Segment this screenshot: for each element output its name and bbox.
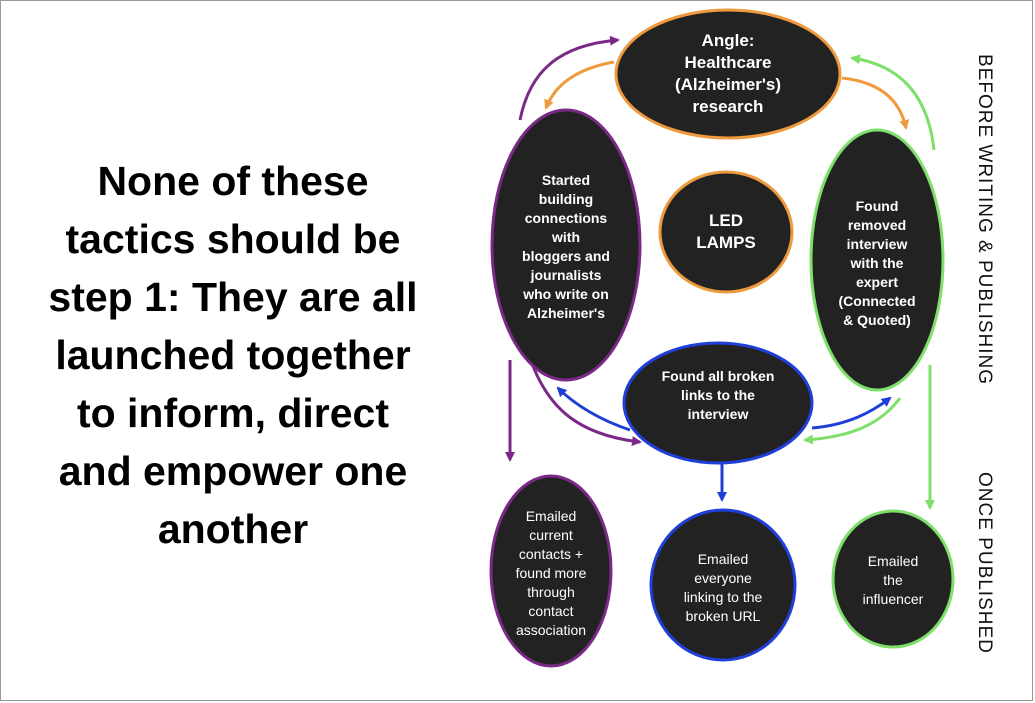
node-contacts-line: current xyxy=(529,527,573,543)
arrow-orange-to-bloggers xyxy=(544,60,615,110)
headline: None of these tactics should be step 1: … xyxy=(8,152,458,558)
node-interview-line: with the xyxy=(850,255,904,271)
headline-line: None of these xyxy=(97,158,369,204)
node-bloggers-line: Started xyxy=(542,172,590,188)
node-bloggers-line: connections xyxy=(525,210,608,226)
node-led-line: LAMPS xyxy=(696,233,756,252)
node-emailed-everyone: Emailed everyone linking to the broken U… xyxy=(649,508,797,662)
node-interview-line: & Quoted) xyxy=(843,312,911,328)
side-label-after: ONCE PUBLISHED xyxy=(974,472,995,654)
arrow-purple-to-broken xyxy=(528,357,642,447)
node-angle-line: Healthcare xyxy=(685,53,772,72)
node-contacts-line: association xyxy=(516,622,586,638)
node-interview-line: Found xyxy=(856,198,899,214)
node-bloggers-line: Alzheimer's xyxy=(527,305,605,321)
node-broken-line: Found all broken xyxy=(662,368,775,384)
headline-line: tactics should be xyxy=(65,216,401,262)
node-angle-line: research xyxy=(693,97,764,116)
arrows xyxy=(505,35,936,510)
node-everyone-line: broken URL xyxy=(686,608,761,624)
node-contacts-line: contact xyxy=(528,603,573,619)
node-contacts-line: found more xyxy=(516,565,587,581)
arrow-orange-to-interview xyxy=(841,76,910,130)
node-angle-line: (Alzheimer's) xyxy=(675,75,781,94)
node-emailed-influencer: Emailed the influencer xyxy=(831,509,955,649)
node-led-lamps: LED LAMPS xyxy=(658,170,794,294)
arrow-blue-to-bloggers xyxy=(556,386,631,432)
node-contacts-line: contacts + xyxy=(519,546,583,562)
node-contacts-line: Emailed xyxy=(526,508,577,524)
headline-line: to inform, direct xyxy=(76,390,390,436)
headline-line: another xyxy=(157,506,309,552)
node-interview: Found removed interview with the expert … xyxy=(809,128,945,392)
node-everyone-line: Emailed xyxy=(698,551,749,567)
node-bloggers: Started building connections with blogge… xyxy=(490,108,642,382)
arrow-green-to-broken xyxy=(803,397,902,445)
node-emailed-contacts: Emailed current contacts + found more th… xyxy=(489,474,613,668)
side-label-before: BEFORE WRITING & PUBLISHING xyxy=(974,54,995,385)
headline-line: step 1: They are all xyxy=(48,274,418,320)
node-broken-line: links to the xyxy=(681,387,755,403)
node-interview-line: interview xyxy=(847,236,908,252)
node-bloggers-line: bloggers and xyxy=(522,248,610,264)
headline-line: and empower one xyxy=(58,448,408,494)
node-interview-line: (Connected xyxy=(839,293,916,309)
node-led-line: LED xyxy=(709,211,743,230)
node-everyone-line: everyone xyxy=(694,570,752,586)
node-everyone-line: linking to the xyxy=(684,589,763,605)
node-interview-line: removed xyxy=(848,217,906,233)
node-broken-links: Found all broken links to the interview xyxy=(622,341,814,465)
node-bloggers-line: journalists xyxy=(530,267,602,283)
node-angle-line: Angle: xyxy=(702,31,755,50)
node-contacts-line: through xyxy=(527,584,574,600)
node-bloggers-line: who write on xyxy=(522,286,609,302)
node-broken-line: interview xyxy=(688,406,749,422)
node-bloggers-line: with xyxy=(551,229,580,245)
node-influencer-line: influencer xyxy=(863,591,924,607)
node-interview-line: expert xyxy=(856,274,898,290)
headline-line: launched together xyxy=(55,332,411,378)
node-bloggers-line: building xyxy=(539,191,593,207)
node-angle: Angle: Healthcare (Alzheimer's) research xyxy=(614,8,842,140)
arrow-purple-to-angle xyxy=(518,35,620,121)
arrow-blue-to-interview xyxy=(811,396,892,430)
node-influencer-line: Emailed xyxy=(868,553,919,569)
arrow-green-to-angle xyxy=(850,54,936,151)
node-influencer-line: the xyxy=(883,572,903,588)
